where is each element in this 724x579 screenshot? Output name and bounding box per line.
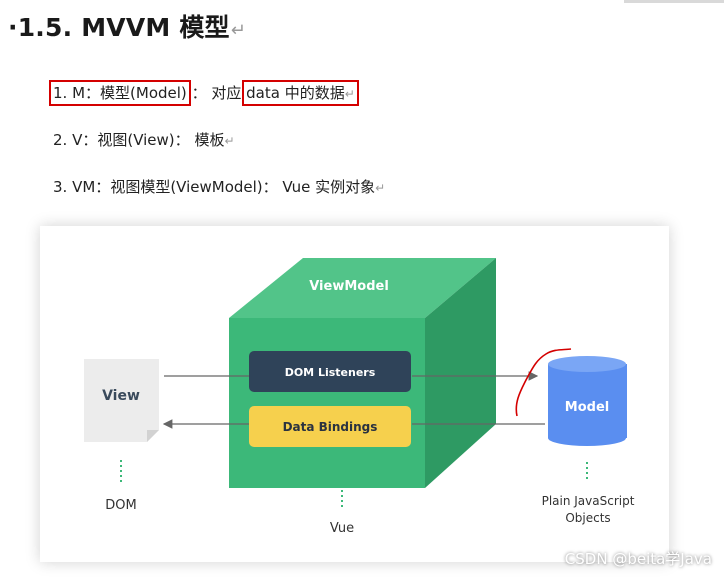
return-mark: ↵: [230, 20, 247, 41]
return-mark: ↵: [344, 87, 355, 101]
data-highlight-box: data 中的数据↵: [242, 80, 359, 106]
watermark: CSDN @beita学Java: [564, 550, 712, 568]
list-mid: ： 模板: [174, 131, 225, 149]
viewmodel-label: ViewModel: [309, 279, 389, 294]
data-bindings-box: [249, 406, 411, 447]
plain-js-line1: Plain JavaScript: [542, 494, 635, 508]
list-mid: ： Vue 实例对象: [262, 178, 376, 196]
model-cylinder-top: [548, 356, 626, 372]
model-cylinder-bottom: [548, 430, 626, 446]
list-label: 模型(Model): [100, 84, 187, 102]
vue-label: Vue: [330, 521, 354, 536]
data-bindings-label: Data Bindings: [283, 420, 378, 434]
red-pen-annotation: [515, 348, 572, 417]
dom-label: DOM: [105, 498, 136, 513]
list-mid: ： 对应: [191, 84, 242, 102]
view-label: View: [102, 388, 140, 404]
mvvm-diagram-svg: ViewModel DOM Listeners Data Bindings Vi…: [84, 258, 635, 536]
list-separator: ：: [85, 84, 101, 102]
cube-front-face: [229, 318, 425, 488]
top-divider: [624, 0, 724, 3]
return-mark: ↵: [375, 181, 386, 195]
list-label: 视图模型(ViewModel): [110, 178, 263, 196]
heading-bullet: ·: [8, 13, 18, 42]
return-mark: ↵: [224, 134, 235, 148]
list-label: 视图(View): [97, 131, 175, 149]
plain-js-line2: Objects: [565, 511, 610, 525]
cube-side-face: [425, 258, 496, 488]
section-heading: ·1.5. MVVM 模型↵: [8, 8, 246, 44]
list-separator: ：: [95, 178, 111, 196]
list-separator: ：: [82, 131, 98, 149]
list-highlight: data 中的数据: [246, 84, 345, 102]
cube-top-face: [229, 258, 496, 318]
model-definition-box: 1. M：模型(Model): [49, 80, 191, 106]
dom-listeners-label: DOM Listeners: [285, 366, 376, 379]
list-item-viewmodel: 3. VM：视图模型(ViewModel)： Vue 实例对象↵: [53, 176, 385, 197]
model-cylinder-body: [548, 364, 627, 438]
mvvm-diagram: ViewModel DOM Listeners Data Bindings Vi…: [40, 226, 669, 562]
list-number: 1. M: [53, 84, 86, 102]
list-item-model: 1. M：模型(Model) ： 对应 data 中的数据↵: [49, 80, 359, 106]
list-number: 2. V: [53, 131, 83, 149]
heading-text: 1.5. MVVM 模型: [17, 13, 230, 42]
dom-listeners-box: [249, 351, 411, 392]
view-page-fold: [147, 430, 159, 442]
list-number: 3. VM: [53, 178, 96, 196]
view-page-shape: [84, 359, 159, 442]
list-item-view: 2. V：视图(View)： 模板↵: [53, 129, 235, 150]
model-label: Model: [565, 400, 609, 415]
